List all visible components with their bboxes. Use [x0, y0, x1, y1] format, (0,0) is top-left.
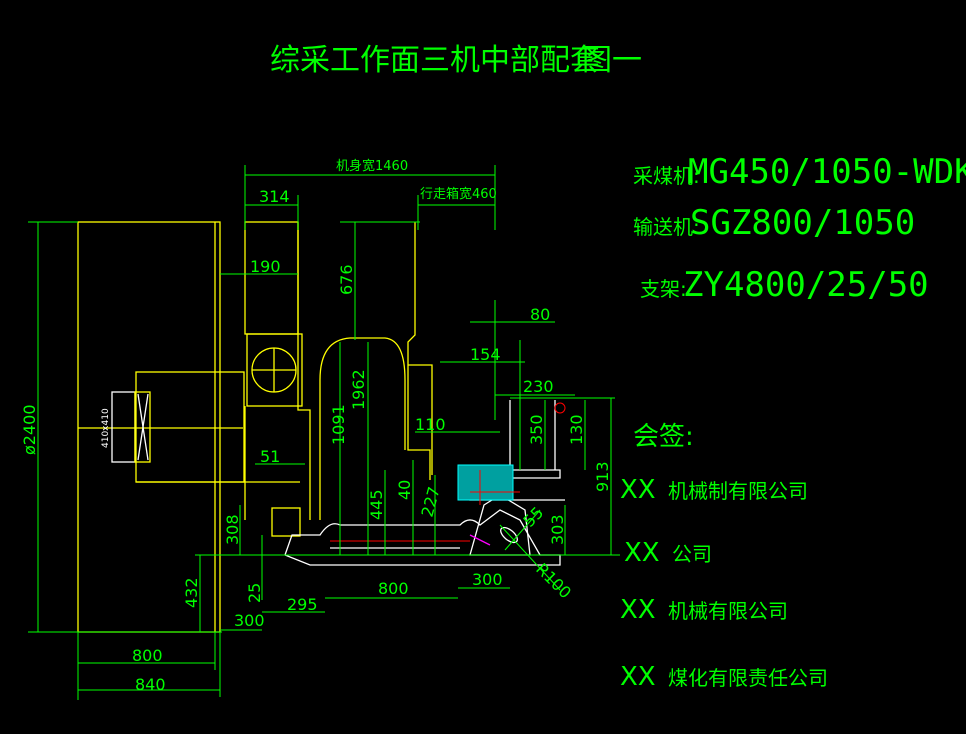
dim-432: 432 [182, 577, 201, 608]
spec-label-shearer: 采煤机: [633, 164, 700, 188]
dim-body-width: 机身宽1460 [336, 158, 408, 174]
conveyor [284, 400, 566, 566]
company-3-prefix: XX [620, 595, 656, 625]
dim-1091: 1091 [329, 404, 348, 445]
dim-300-left: 300 [234, 611, 265, 630]
dim-51: 51 [260, 447, 280, 466]
dim-40: 40 [395, 480, 414, 500]
dim-154: 154 [470, 345, 501, 364]
spec-value-conveyor: SGZ800/1050 [690, 203, 915, 243]
spec-value-shearer: MG450/1050-WDK [688, 152, 966, 192]
figure-number: 图一 [582, 43, 642, 78]
company-2-prefix: XX [624, 538, 660, 568]
signoff-block: 会签: XX 机械制有限公司 XX 公司 XX 机械有限公司 XX 煤化有限责任… [620, 422, 828, 692]
dimension-labels: 机身宽1460 行走箱宽460 314 190 676 80 154 230 1… [20, 158, 612, 694]
dim-308: 308 [223, 514, 242, 545]
dim-303: 303 [548, 514, 567, 545]
shearer-drum [77, 221, 245, 633]
motor-size-label: 410x410 [101, 408, 111, 448]
dim-227: 227 [418, 485, 444, 519]
dim-80: 80 [530, 305, 550, 324]
spec-value-support: ZY4800/25/50 [683, 265, 929, 305]
dim-25: 25 [245, 583, 264, 603]
spec-label-support: 支架: [640, 277, 687, 301]
dim-300-right: 300 [472, 570, 503, 589]
dim-913: 913 [593, 461, 612, 492]
dim-230: 230 [523, 377, 554, 396]
company-1-name: 机械制有限公司 [668, 479, 808, 503]
spec-label-conveyor: 输送机: [633, 215, 700, 239]
company-1-prefix: XX [620, 475, 656, 505]
dim-r100: R100 [532, 559, 575, 602]
dim-314: 314 [259, 187, 290, 206]
dim-drum-diameter: ø2400 [20, 404, 39, 455]
shearer-body [136, 221, 433, 537]
drawing-title: 综采工作面三机中部配套 [270, 43, 600, 78]
company-4-prefix: XX [620, 662, 656, 692]
dim-800-bottom: 800 [132, 646, 163, 665]
dim-130: 130 [567, 414, 586, 445]
dim-295: 295 [287, 595, 318, 614]
spec-list: 采煤机: MG450/1050-WDK 输送机: SGZ800/1050 支架:… [633, 152, 966, 305]
dim-190: 190 [250, 257, 281, 276]
signoff-heading: 会签: [633, 422, 694, 452]
dim-110: 110 [415, 415, 446, 434]
dim-445: 445 [367, 489, 386, 520]
company-3-name: 机械有限公司 [668, 599, 788, 623]
company-4-name: 煤化有限责任公司 [668, 666, 828, 690]
dim-840: 840 [135, 675, 166, 694]
dim-800-conveyor: 800 [378, 579, 409, 598]
dimension-lines [28, 165, 620, 700]
dim-676: 676 [337, 264, 356, 295]
dim-1962: 1962 [349, 369, 368, 410]
dim-350: 350 [527, 414, 546, 445]
company-2-name: 公司 [672, 542, 712, 566]
dim-track-width: 行走箱宽460 [420, 186, 497, 202]
